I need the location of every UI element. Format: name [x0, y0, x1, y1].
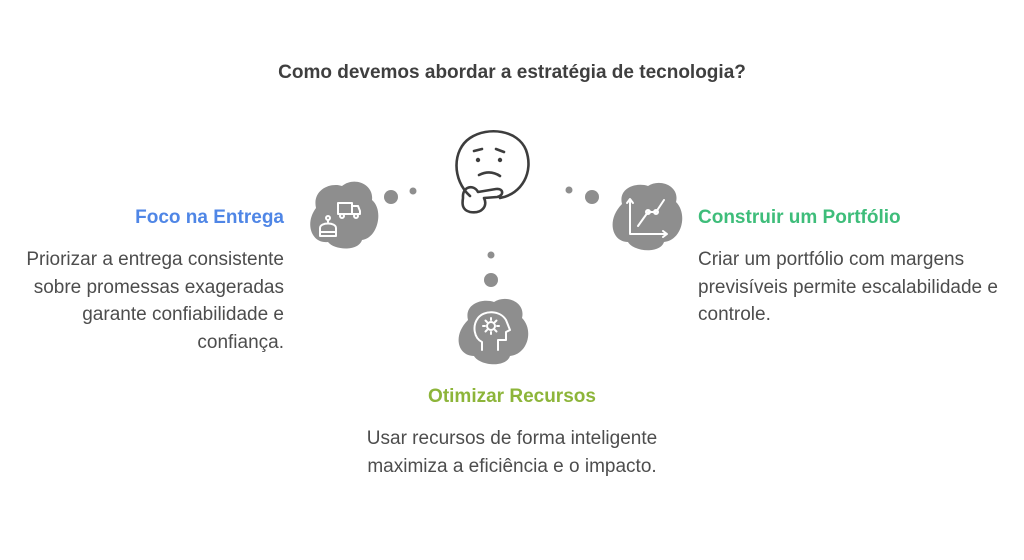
connector-dots-right — [565, 186, 599, 204]
connector-dots-bottom — [484, 251, 498, 287]
bottom-node-description: Usar recursos de forma inteligente maxim… — [366, 428, 658, 477]
right-node-heading: Construir um Portfólio — [698, 207, 901, 228]
delivery-truck-robot-icon — [310, 181, 379, 249]
thinking-face-icon — [455, 130, 530, 214]
left-node-description: Priorizar a entrega consistente sobre pr… — [26, 249, 284, 353]
growth-chart-icon — [612, 182, 683, 251]
left-node-heading: Foco na Entrega — [135, 207, 284, 228]
bottom-node-heading: Otimizar Recursos — [428, 386, 596, 407]
connector-dots-left — [384, 187, 417, 204]
diagram-title: Como devemos abordar a estratégia de tec… — [278, 62, 746, 83]
right-node-description: Criar um portfólio com margens previsíve… — [698, 249, 998, 325]
head-gear-icon — [458, 298, 529, 365]
